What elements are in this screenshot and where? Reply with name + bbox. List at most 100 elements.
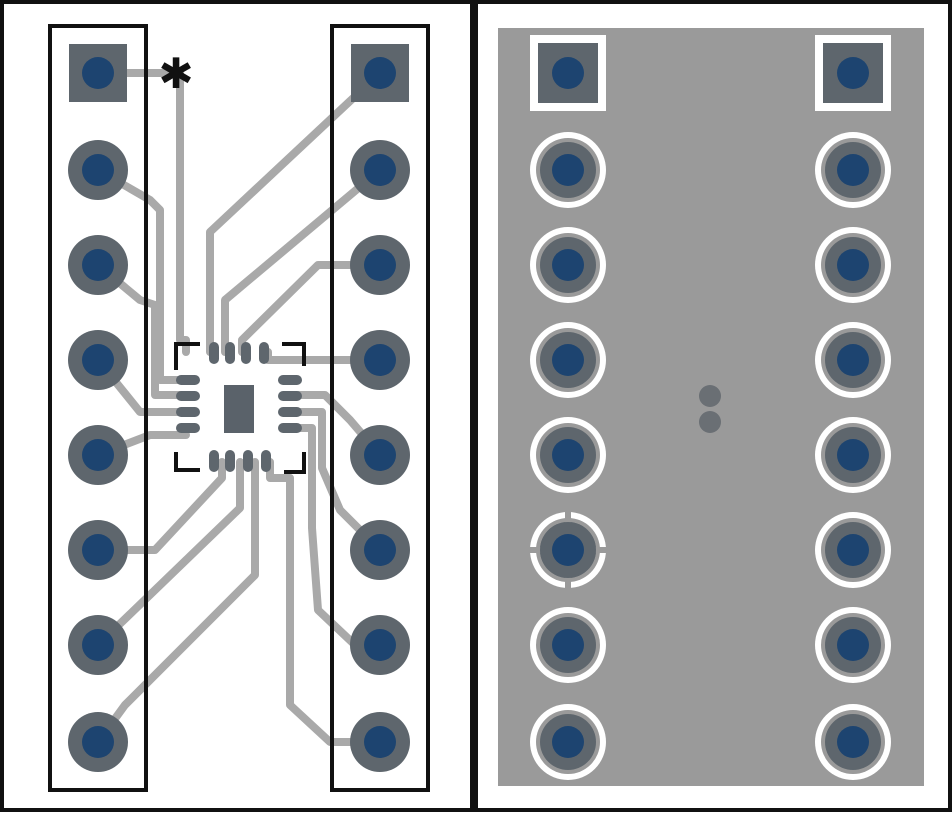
trace-3	[94, 261, 190, 399]
bottom-left-pin-3	[530, 227, 606, 303]
chip-corner-mark-1	[174, 342, 200, 370]
drill-hole	[82, 57, 114, 89]
right-header-pin-4	[350, 330, 410, 390]
bottom-layer-panel	[474, 0, 952, 812]
drill-hole	[552, 726, 584, 758]
trace-16	[266, 458, 384, 746]
bottom-layer-pads	[530, 35, 891, 780]
left-header-outline	[48, 24, 148, 792]
drill-hole	[552, 154, 584, 186]
chip-top-pad-1	[209, 342, 219, 364]
drill-hole	[364, 344, 396, 376]
drill-hole	[837, 57, 869, 89]
bottom-left-pin-2	[530, 132, 606, 208]
chip-bottom-pad-4	[261, 450, 271, 472]
drill-hole	[552, 344, 584, 376]
drill-hole	[552, 534, 584, 566]
trace-9	[206, 69, 384, 356]
chip-bottom-pad-3	[243, 450, 253, 472]
drill-hole	[837, 154, 869, 186]
right-header-pin-6	[350, 520, 410, 580]
right-header-pin-3	[350, 235, 410, 295]
left-header-pin-8	[68, 712, 128, 772]
chip-right-pad-4	[278, 423, 302, 433]
bottom-right-pin-7	[815, 607, 891, 683]
bottom-right-pin-5	[815, 417, 891, 493]
drill-hole	[837, 249, 869, 281]
trace-2	[94, 166, 190, 384]
bottom-left-pin-7	[530, 607, 606, 683]
chip-top-pad-4	[259, 342, 269, 364]
drill-hole	[552, 249, 584, 281]
drill-hole	[837, 344, 869, 376]
drill-hole	[82, 439, 114, 471]
bottom-right-pin-6	[815, 512, 891, 588]
chip-bottom-pad-2	[225, 450, 235, 472]
drill-hole	[82, 249, 114, 281]
via-2	[699, 411, 721, 433]
drill-hole	[364, 154, 396, 186]
drill-hole	[364, 439, 396, 471]
left-header-pin-4	[68, 330, 128, 390]
drill-hole	[552, 439, 584, 471]
drill-hole	[82, 344, 114, 376]
qfn-chip-footprint	[174, 342, 306, 474]
chip-left-pad-3	[176, 407, 200, 417]
right-header-pin-5	[350, 425, 410, 485]
drill-hole	[364, 249, 396, 281]
left-header-pin-2	[68, 140, 128, 200]
bottom-left-pin-5	[530, 417, 606, 493]
bottom-right-pin-1	[815, 35, 891, 111]
bottom-layer-vias	[699, 385, 721, 433]
bottom-right-pin-4	[815, 322, 891, 398]
top-layer-pads	[68, 44, 410, 772]
right-header-outline	[330, 24, 430, 792]
bottom-right-pin-3	[815, 227, 891, 303]
right-header-pin-7	[350, 615, 410, 675]
drill-hole	[82, 629, 114, 661]
chip-right-pad-1	[278, 375, 302, 385]
chip-top-pad-2	[225, 342, 235, 364]
right-header-pin-1	[351, 44, 409, 102]
bottom-left-pin-1	[530, 35, 606, 111]
trace-10	[221, 166, 384, 356]
drill-hole	[364, 726, 396, 758]
drill-hole	[837, 439, 869, 471]
trace-14	[281, 408, 384, 554]
chip-left-pad-2	[176, 391, 200, 401]
chip-right-pad-2	[278, 391, 302, 401]
chip-corner-mark-4	[284, 452, 306, 474]
right-header-pin-2	[350, 140, 410, 200]
bottom-right-pin-2	[815, 132, 891, 208]
left-header-pin-7	[68, 615, 128, 675]
left-header-pin-1	[69, 44, 127, 102]
chip-left-pad-4	[176, 423, 200, 433]
drill-hole	[82, 534, 114, 566]
bottom-left-pin-4	[530, 322, 606, 398]
drill-hole	[364, 534, 396, 566]
bottom-right-pin-8	[815, 704, 891, 780]
chip-corner-mark-3	[174, 452, 200, 472]
chip-corner-mark-2	[282, 342, 306, 366]
drill-hole	[837, 629, 869, 661]
drill-hole	[364, 629, 396, 661]
chip-right-pad-3	[278, 407, 302, 417]
drill-hole	[364, 57, 396, 89]
left-header-pin-5	[68, 425, 128, 485]
drill-hole	[837, 534, 869, 566]
via-1	[699, 385, 721, 407]
drill-hole	[837, 726, 869, 758]
drill-hole	[82, 154, 114, 186]
left-header-pin-3	[68, 235, 128, 295]
chip-bottom-pad-1	[209, 450, 219, 472]
right-header-pin-8	[350, 712, 410, 772]
left-header-pin-6	[68, 520, 128, 580]
pin1-marker: ✱	[158, 49, 193, 98]
chip-top-pad-3	[241, 342, 251, 364]
chip-thermal-pad	[224, 385, 254, 433]
top-layer-panel: ✱	[0, 0, 474, 812]
chip-left-pad-1	[176, 375, 200, 385]
bottom-left-pin-6	[530, 512, 606, 588]
drill-hole	[82, 726, 114, 758]
